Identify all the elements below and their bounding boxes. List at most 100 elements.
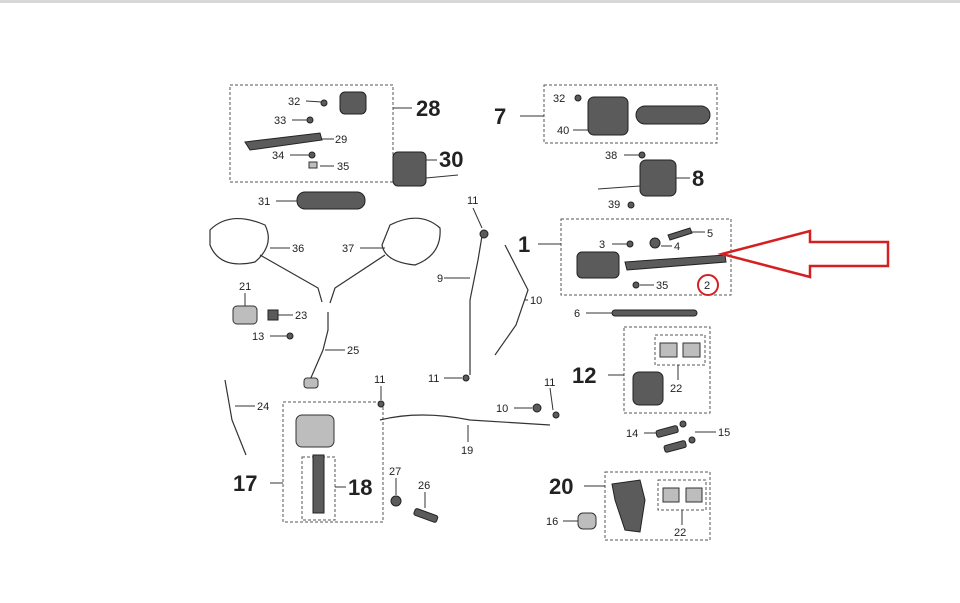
group-17-box: [282, 401, 384, 523]
label-11: 11: [428, 373, 439, 385]
bolt-11-part: [479, 229, 489, 239]
leader-line: [472, 207, 483, 229]
label-18: 18: [348, 475, 372, 500]
label-16: 16: [546, 516, 558, 528]
label-17: 17: [233, 471, 257, 496]
group-28-box: [229, 84, 394, 183]
screw-13-part: [286, 332, 294, 340]
group-12-box: [623, 326, 711, 414]
bolt-11-lower-part: [462, 374, 470, 382]
bolt-14-part: [663, 440, 687, 453]
mirrors: 36 37: [209, 217, 441, 304]
part-4: [649, 237, 661, 249]
group-9-10-11: 9 10 11 11: [428, 195, 542, 385]
pad-22-part: [659, 342, 678, 358]
pad-22-part: [685, 487, 703, 503]
group-20-box: [604, 471, 711, 541]
group-19: 11 11 10 19: [374, 374, 560, 457]
label-39: 39: [608, 199, 620, 211]
seal-kit-6-part: [611, 309, 698, 317]
pin-15-part: [688, 436, 696, 444]
reservoir-assembly: 21 23 13 25: [232, 281, 359, 389]
group-7-box: [543, 84, 718, 144]
label-11: 11: [374, 374, 385, 386]
pad-22-part: [682, 342, 701, 358]
label-26: 26: [418, 480, 430, 492]
label-32: 32: [288, 96, 300, 108]
hose-9-part: [469, 229, 484, 375]
group-28: 32 33 29 34 35 28: [229, 84, 440, 183]
washer-27-part: [390, 495, 402, 507]
screw-33-part: [306, 116, 314, 124]
group-12: 12 22: [572, 326, 711, 414]
mirror-36-part: [209, 218, 269, 265]
label-3: 3: [599, 239, 605, 251]
label-14: 14: [626, 428, 638, 440]
label-19: 19: [461, 445, 473, 457]
lever-2-part: [624, 254, 727, 271]
bolt-11-part: [377, 400, 385, 408]
caliper-bracket-20-part: [611, 479, 646, 533]
master-cylinder-1-part: [576, 251, 620, 279]
group-8: 38 39 8: [597, 150, 704, 211]
clip-34-part: [308, 151, 316, 159]
master-cylinder-part: [295, 414, 335, 448]
fitting-25-part: [303, 377, 319, 389]
label-36: 36: [292, 243, 304, 255]
switch-35-part: [308, 161, 318, 169]
label-4: 4: [674, 241, 680, 253]
piston-18-part: [312, 454, 325, 514]
bolt-11-part: [552, 411, 560, 419]
screw-32-part: [320, 99, 328, 107]
leader-line: [305, 100, 323, 103]
pin-15-part: [679, 420, 687, 428]
label-30: 30: [439, 147, 463, 172]
switch-35-part: [632, 281, 640, 289]
label-22: 22: [674, 527, 686, 539]
label-20: 20: [549, 474, 573, 499]
group-7: 32 40 7: [494, 84, 718, 144]
reservoir-21-part: [232, 305, 258, 325]
label-13: 13: [252, 331, 264, 343]
group-31: 31: [258, 191, 366, 210]
group-14-15: 14 15: [626, 420, 730, 453]
label-10: 10: [496, 403, 508, 415]
label-21: 21: [239, 281, 251, 293]
label-37: 37: [342, 243, 354, 255]
switch-30-part: [392, 151, 427, 187]
label-8: 8: [692, 166, 704, 191]
label-9: 9: [437, 273, 443, 285]
label-7: 7: [494, 104, 506, 129]
label-35: 35: [656, 280, 668, 292]
wire-part: [425, 174, 459, 179]
label-31: 31: [258, 196, 270, 208]
group-26-27: 27 26: [389, 466, 439, 523]
mirror-37-part: [381, 217, 441, 266]
group-17-18: 17 18: [233, 401, 384, 523]
brake-lever-part: [244, 132, 323, 151]
group-24: 24: [224, 379, 269, 456]
mirror-37-stem-part: [329, 254, 386, 304]
label-1: 1: [518, 232, 530, 257]
top-border: [0, 0, 960, 3]
leader-line: [549, 387, 554, 411]
group-30: 30: [392, 147, 463, 187]
wire-part: [597, 185, 641, 190]
switch-8-part: [639, 159, 677, 197]
label-6: 6: [574, 308, 580, 320]
grip-31-part: [296, 191, 366, 210]
label-29: 29: [335, 134, 347, 146]
screw-3-part: [626, 240, 634, 248]
label-15: 15: [718, 427, 730, 439]
hose-10-part: [494, 244, 529, 356]
highlight-circle: [697, 274, 719, 296]
label-12: 12: [572, 363, 596, 388]
label-27: 27: [389, 466, 401, 478]
label-11: 11: [467, 195, 478, 207]
group-20: 20 16 22: [546, 471, 711, 541]
throttle-grip-part: [635, 105, 711, 125]
caliper-12-part: [632, 371, 664, 406]
label-38: 38: [605, 150, 617, 162]
label-10: 10: [530, 295, 542, 307]
